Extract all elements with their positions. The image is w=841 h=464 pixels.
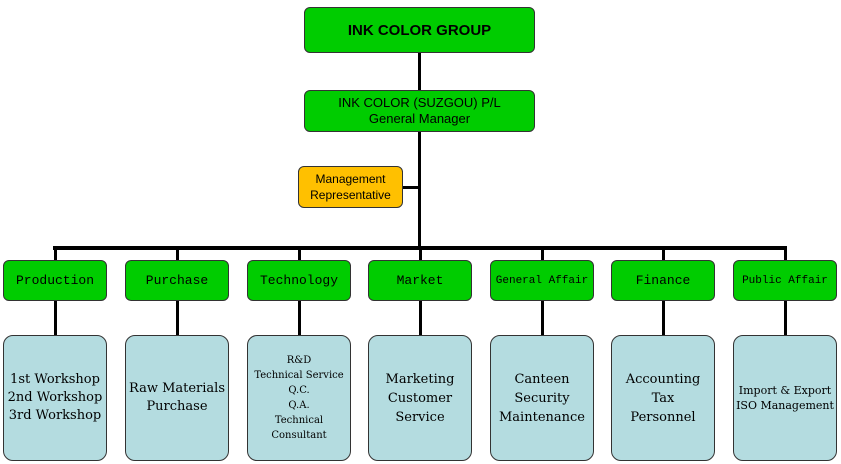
functions-text: Import & Export ISO Management	[736, 384, 834, 412]
functions-box-finance: Accounting Tax Personnel	[611, 335, 715, 461]
department-node-finance: Finance	[611, 260, 715, 301]
department-label: Finance	[635, 273, 691, 288]
functions-text: Canteen Security Maintenance	[499, 371, 585, 425]
department-node-public-affair: Public Affair	[733, 260, 837, 301]
connector-top-to-company	[418, 53, 421, 90]
department-label: Market	[396, 273, 444, 288]
department-label: Purchase	[145, 273, 209, 288]
department-node-market: Market	[368, 260, 472, 301]
functions-text: 1st Workshop 2nd Workshop 3rd Workshop	[7, 372, 103, 423]
connector-bus-to-finance	[662, 248, 665, 260]
department-node-general-affair: General Affair	[490, 260, 594, 301]
functions-text: R&D Technical Service Q.C. Q.A. Technica…	[254, 355, 344, 441]
connector-technology-to-functions	[298, 301, 301, 335]
department-label: General Affair	[495, 274, 589, 287]
connector-bus-to-technology	[298, 248, 301, 260]
department-node-production: Production	[3, 260, 107, 301]
connector-general-affair-to-functions	[541, 301, 544, 335]
connector-bus-to-production	[54, 248, 57, 260]
functions-box-purchase: Raw Materials Purchase	[125, 335, 229, 461]
connector-public-affair-to-functions	[784, 301, 787, 335]
functions-text: Marketing Customer Service	[385, 371, 455, 425]
company-label: INK COLOR (SUZGOU) P/L General Manager	[338, 95, 501, 126]
connector-company-trunk	[418, 132, 421, 249]
department-node-technology: Technology	[247, 260, 351, 301]
company-node: INK COLOR (SUZGOU) P/L General Manager	[304, 90, 535, 132]
connector-representative	[402, 186, 419, 189]
department-label: Production	[15, 273, 94, 288]
management-representative-node: Management Representative	[298, 166, 403, 208]
functions-box-public-affair: Import & Export ISO Management	[733, 335, 837, 461]
connector-production-to-functions	[54, 301, 57, 335]
connector-bus-to-general-affair	[541, 248, 544, 260]
functions-text: Raw Materials Purchase	[128, 381, 226, 414]
functions-box-production: 1st Workshop 2nd Workshop 3rd Workshop	[3, 335, 107, 461]
functions-text: Accounting Tax Personnel	[625, 371, 701, 425]
connector-bus-to-market	[419, 248, 422, 260]
connector-market-to-functions	[419, 301, 422, 335]
functions-box-general-affair: Canteen Security Maintenance	[490, 335, 594, 461]
department-label: Technology	[259, 273, 338, 288]
functions-box-technology: R&D Technical Service Q.C. Q.A. Technica…	[247, 335, 351, 461]
group-label: INK COLOR GROUP	[347, 21, 492, 39]
top-node-group: INK COLOR GROUP	[304, 7, 535, 53]
department-label: Public Affair	[742, 274, 828, 287]
management-representative-label: Management Representative	[310, 172, 391, 202]
connector-bus-to-public-affair	[784, 248, 787, 260]
connector-finance-to-functions	[662, 301, 665, 335]
connector-purchase-to-functions	[176, 301, 179, 335]
connector-bus-to-purchase	[176, 248, 179, 260]
department-node-purchase: Purchase	[125, 260, 229, 301]
functions-box-market: Marketing Customer Service	[368, 335, 472, 461]
